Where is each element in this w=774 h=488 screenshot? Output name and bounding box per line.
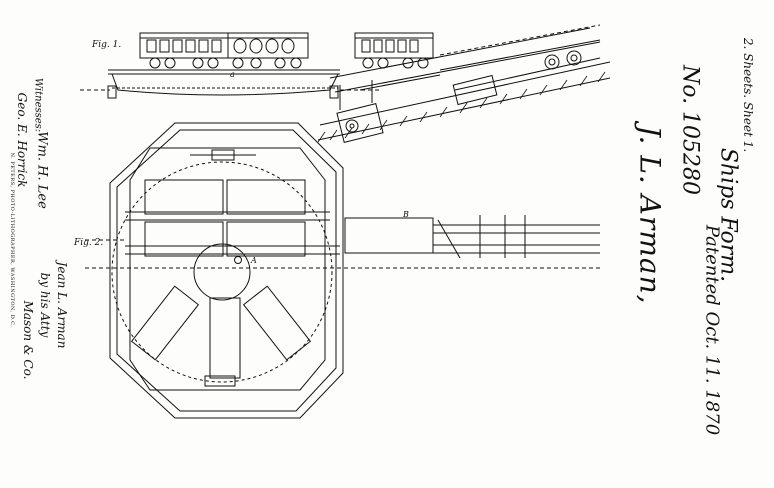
ground-hatching bbox=[317, 71, 606, 143]
witnesses-label: Witnesses: bbox=[32, 77, 44, 133]
ship-hull bbox=[107, 69, 340, 99]
fig2-plan-view bbox=[85, 122, 600, 419]
rail-car-3 bbox=[354, 32, 434, 69]
attorney-by-line: by his Atty bbox=[38, 272, 52, 338]
witness-signature-2: Geo. E. Horrick bbox=[15, 92, 29, 188]
label-A: A bbox=[251, 256, 257, 265]
fig2-label: Fig. 2. bbox=[74, 238, 104, 248]
attorney-signature: Mason & Co. bbox=[21, 300, 35, 380]
sheet-count: 2. Sheets. Sheet 1. bbox=[741, 37, 755, 153]
label-B: B bbox=[403, 210, 409, 219]
fig1-label: Fig. 1. bbox=[92, 40, 122, 50]
fig1-elevation bbox=[80, 24, 611, 143]
label-a: a bbox=[230, 70, 235, 79]
patent-date: Patented Oct. 11. 1870 bbox=[701, 224, 723, 436]
patent-number: No. 105280 bbox=[677, 64, 703, 196]
rail-car-2 bbox=[227, 32, 309, 69]
inventor-name-title: J. L. Arman, bbox=[633, 125, 667, 305]
inventor-signature: Jean L. Arman bbox=[55, 261, 69, 349]
witness-signature-1: Wm. H. Lee bbox=[34, 131, 50, 209]
rail-car-1 bbox=[139, 32, 229, 69]
